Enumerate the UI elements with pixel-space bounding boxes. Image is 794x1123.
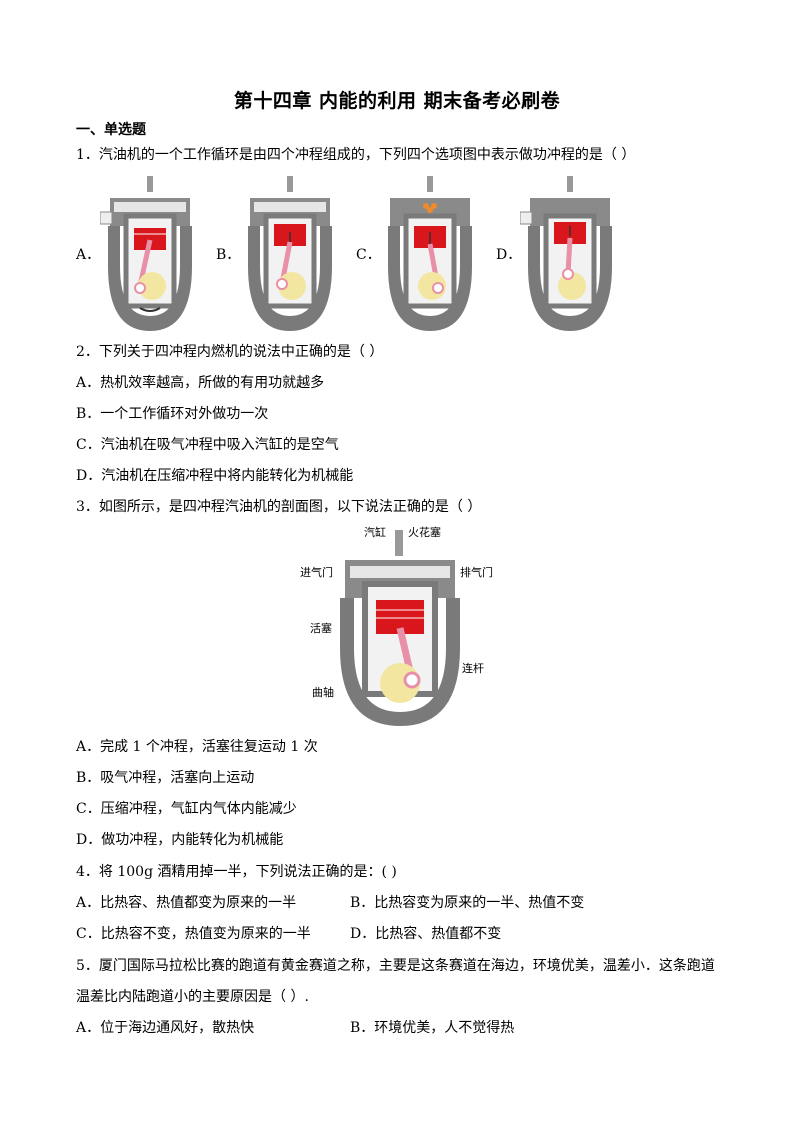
q4-option-a[interactable]: A．比热容、热值都变为原来的一半	[76, 895, 297, 911]
label-spark-plug: 火花塞	[408, 526, 441, 539]
q2-option-c[interactable]: C．汽油机在吸气冲程中吸入汽缸的是空气	[76, 437, 339, 453]
engine-cross-section-icon	[340, 530, 460, 726]
question-3-stem: 3．如图所示，是四冲程汽油机的剖面图，以下说法正确的是（ ）	[76, 499, 482, 515]
engine-diagram-icon	[388, 176, 472, 331]
q2-option-a[interactable]: A．热机效率越高，所做的有用功就越多	[76, 375, 325, 391]
q4-option-c[interactable]: C．比热容不变，热值变为原来的一半	[76, 926, 311, 942]
label-piston: 活塞	[310, 622, 332, 635]
label-crankshaft: 曲轴	[312, 686, 334, 699]
q3-option-a[interactable]: A．完成 1 个冲程，活塞往复运动 1 次	[76, 739, 318, 755]
option-label: D．	[496, 247, 522, 263]
engine-diagram-icon	[520, 176, 612, 331]
q2-option-b[interactable]: B．一个工作循环对外做功一次	[76, 406, 269, 422]
q5-option-a[interactable]: A．位于海边通风好，散热快	[76, 1020, 255, 1036]
question-2-stem: 2．下列关于四冲程内燃机的说法中正确的是（ ）	[76, 344, 384, 360]
section-heading: 一、单选题	[76, 122, 146, 138]
question-4-stem: 4．将 100g 酒精用掉一半，下列说法正确的是：( )	[76, 864, 397, 880]
option-label: A．	[76, 247, 101, 263]
q2-option-d[interactable]: D．汽油机在压缩冲程中将内能转化为机械能	[76, 468, 354, 484]
option-label: B．	[216, 247, 241, 263]
engine-diagram-icon	[248, 176, 332, 331]
q3-engine-figure: 汽缸 火花塞 进气门 排气门 活塞 连杆 曲轴	[300, 526, 500, 728]
option-label: C．	[356, 247, 381, 263]
q3-option-c[interactable]: C．压缩冲程，气缸内气体内能减少	[76, 801, 297, 817]
q3-option-b[interactable]: B．吸气冲程，活塞向上运动	[76, 770, 255, 786]
q3-option-d[interactable]: D．做功冲程，内能转化为机械能	[76, 832, 284, 848]
q1-engine-figures: A． B．	[76, 176, 636, 336]
label-intake-valve: 进气门	[300, 566, 333, 579]
page-title: 第十四章 内能的利用 期末备考必刷卷	[233, 90, 561, 112]
question-5-stem-line1: 5．厦门国际马拉松比赛的跑道有黄金赛道之称，主要是这条赛道在海边，环境优美，温差…	[76, 958, 715, 974]
q5-option-b[interactable]: B．环境优美，人不觉得热	[350, 1020, 515, 1036]
question-5-stem-line2: 温差比内陆跑道小的主要原因是（ ）.	[76, 989, 309, 1005]
label-cylinder: 汽缸	[364, 526, 386, 539]
question-1-stem: 1．汽油机的一个工作循环是由四个冲程组成的，下列四个选项图中表示做功冲程的是（ …	[76, 147, 636, 163]
q4-option-d[interactable]: D．比热容、热值都不变	[350, 926, 502, 942]
label-connecting-rod: 连杆	[462, 662, 484, 675]
engine-diagram-icon	[100, 176, 192, 331]
label-exhaust-valve: 排气门	[460, 566, 493, 579]
q4-option-b[interactable]: B．比热容变为原来的一半、热值不变	[350, 895, 585, 911]
